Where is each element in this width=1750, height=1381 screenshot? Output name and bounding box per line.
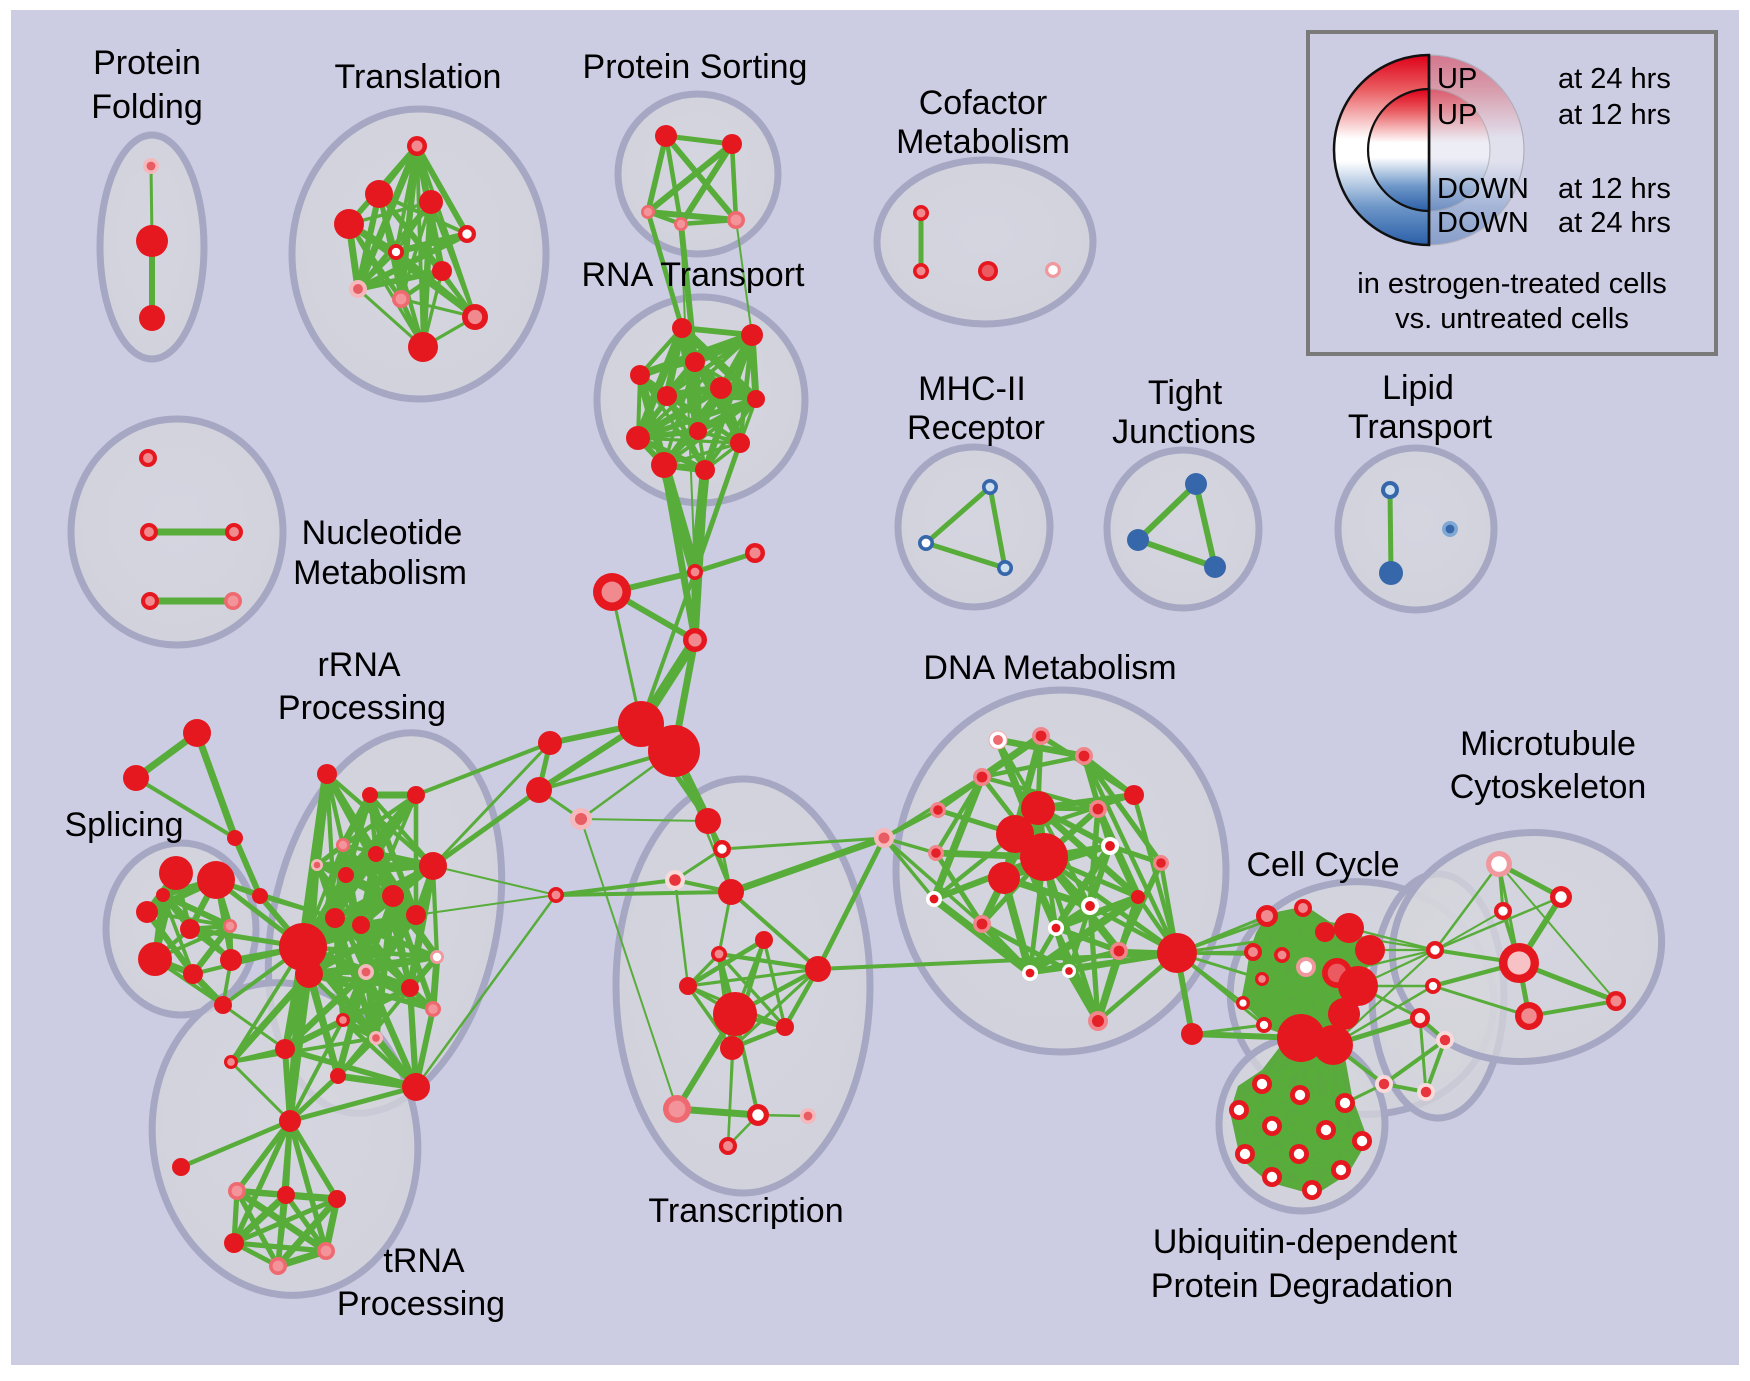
svg-text:Translation: Translation (335, 58, 502, 96)
svg-text:Transport: Transport (1348, 408, 1493, 446)
svg-text:Transcription: Transcription (648, 1192, 843, 1230)
svg-text:Ubiquitin-dependent: Ubiquitin-dependent (1153, 1223, 1458, 1261)
svg-text:vs. untreated cells: vs. untreated cells (1395, 303, 1629, 335)
svg-text:Processing: Processing (337, 1285, 505, 1323)
svg-text:at 24 hrs: at 24 hrs (1558, 63, 1671, 95)
svg-text:UP: UP (1437, 99, 1477, 131)
svg-text:at 24 hrs: at 24 hrs (1558, 207, 1671, 239)
svg-text:Splicing: Splicing (64, 806, 183, 844)
svg-text:rRNA: rRNA (317, 646, 400, 684)
svg-text:DNA Metabolism: DNA Metabolism (923, 649, 1176, 687)
svg-text:Nucleotide: Nucleotide (302, 514, 463, 552)
svg-text:Lipid: Lipid (1382, 369, 1454, 407)
svg-text:UP: UP (1437, 63, 1477, 95)
svg-text:Microtubule: Microtubule (1460, 725, 1636, 763)
svg-text:Processing: Processing (278, 689, 446, 727)
svg-text:DOWN: DOWN (1437, 173, 1529, 205)
svg-text:Metabolism: Metabolism (293, 554, 467, 592)
svg-text:Protein: Protein (93, 44, 201, 82)
svg-text:in estrogen-treated cells: in estrogen-treated cells (1357, 268, 1667, 300)
svg-text:Protein Sorting: Protein Sorting (583, 48, 808, 86)
svg-text:RNA Transport: RNA Transport (582, 256, 806, 294)
svg-text:Cytoskeleton: Cytoskeleton (1450, 768, 1647, 806)
svg-text:Cell Cycle: Cell Cycle (1246, 846, 1399, 884)
svg-text:tRNA: tRNA (383, 1242, 465, 1280)
svg-text:MHC-II: MHC-II (918, 370, 1026, 408)
svg-text:Metabolism: Metabolism (896, 123, 1070, 161)
svg-text:Junctions: Junctions (1112, 413, 1256, 451)
svg-text:Cofactor: Cofactor (919, 84, 1048, 122)
svg-text:at 12 hrs: at 12 hrs (1558, 173, 1671, 205)
svg-text:at 12 hrs: at 12 hrs (1558, 99, 1671, 131)
svg-text:DOWN: DOWN (1437, 207, 1529, 239)
svg-text:Receptor: Receptor (907, 409, 1045, 447)
svg-text:Folding: Folding (91, 88, 203, 126)
svg-text:Protein Degradation: Protein Degradation (1151, 1267, 1453, 1305)
svg-text:Tight: Tight (1148, 374, 1223, 412)
